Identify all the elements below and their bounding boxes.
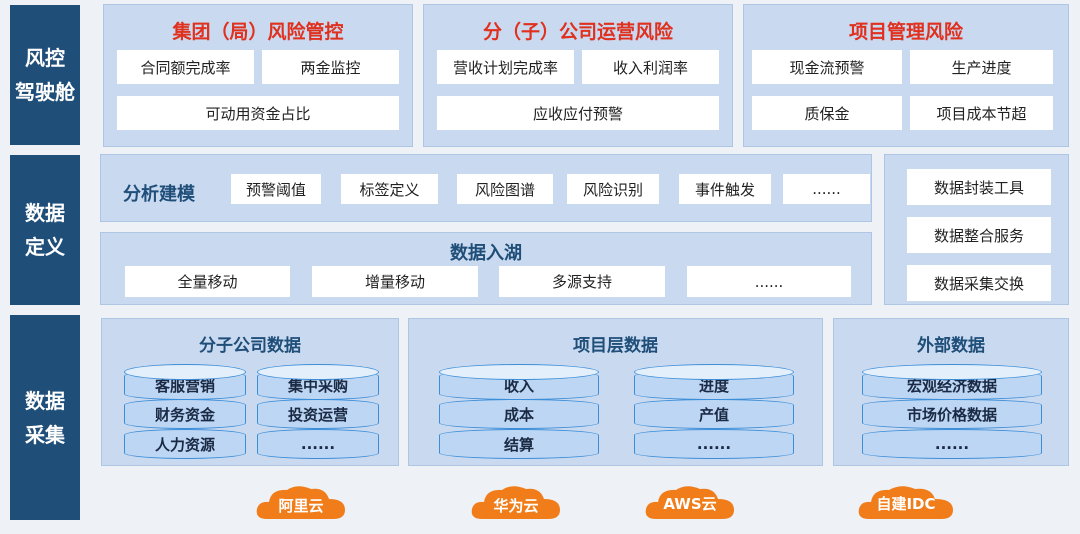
cloud-icon xyxy=(858,486,953,519)
db-cap xyxy=(439,364,599,380)
panel-title: 外部数据 xyxy=(917,336,985,356)
db-item: 投资运营 xyxy=(257,399,379,429)
cell-cashflow-warning: 现金流预警 xyxy=(752,50,902,84)
db-item: 财务资金 xyxy=(124,399,246,429)
layer-label-definition: 数据 定义 xyxy=(10,155,80,305)
cell-warning-threshold: 预警阈值 xyxy=(231,174,321,204)
panel-title: 分子公司数据 xyxy=(199,336,301,356)
cloud-icon xyxy=(471,486,560,519)
cloud-huawei: 华为云 xyxy=(468,481,564,523)
cell-tag-definition: 标签定义 xyxy=(341,174,438,204)
cloud-self-idc: 自建IDC xyxy=(855,481,957,523)
cell-multi-source: 多源支持 xyxy=(499,266,665,297)
layer-label-collection-line2: 采集 xyxy=(25,422,65,447)
panel-group-risk: 集团（局）风险管控 合同额完成率 两金监控 可动用资金占比 xyxy=(103,4,413,147)
cell-two-funds: 两金监控 xyxy=(262,50,399,84)
layer-label-cockpit-line1: 风控 xyxy=(25,46,65,70)
panel-analysis-modeling: 分析建模 预警阈值 标签定义 风险图谱 风险识别 事件触发 ...... xyxy=(100,154,872,222)
cell-risk-graph: 风险图谱 xyxy=(457,174,553,204)
cell-production-progress: 生产进度 xyxy=(910,50,1053,84)
cell-integration-service: 数据整合服务 xyxy=(907,217,1051,253)
cell-cost-overrun: 项目成本节超 xyxy=(910,96,1053,130)
db-stack: 结算 成本 收入 xyxy=(439,364,599,460)
cell-receivable-warning: 应收应付预警 xyxy=(437,96,719,130)
cell-revenue-plan: 营收计划完成率 xyxy=(437,50,574,84)
cloud-aliyun: 阿里云 xyxy=(253,481,349,523)
cloud-icon xyxy=(645,486,734,519)
panel-subsidiary-data: 分子公司数据 人力资源 财务资金 客服营销 ...... 投资运营 集中采购 xyxy=(101,318,399,466)
db-stack: 人力资源 财务资金 客服营销 xyxy=(124,364,246,460)
db-stack: ...... 产值 进度 xyxy=(634,364,794,460)
layer-label-collection-line1: 数据 xyxy=(25,388,65,413)
panel-data-tools: 数据封装工具 数据整合服务 数据采集交换 xyxy=(884,154,1069,305)
cell-more: ...... xyxy=(687,266,851,297)
cell-collection-exchange: 数据采集交换 xyxy=(907,265,1051,301)
cloud-label: 阿里云 xyxy=(278,497,324,515)
db-cap xyxy=(862,364,1042,380)
db-item: 市场价格数据 xyxy=(862,399,1042,429)
cloud-label: AWS云 xyxy=(663,495,717,513)
cloud-label: 华为云 xyxy=(493,497,539,515)
cell-incremental-migration: 增量移动 xyxy=(312,266,478,297)
cell-event-trigger: 事件触发 xyxy=(679,174,771,204)
cell-warranty: 质保金 xyxy=(752,96,902,130)
cell-available-funds: 可动用资金占比 xyxy=(117,96,399,130)
cell-contract-rate: 合同额完成率 xyxy=(117,50,254,84)
db-item: ...... xyxy=(257,429,379,459)
modeling-title: 分析建模 xyxy=(123,184,195,205)
cell-profit-rate: 收入利润率 xyxy=(582,50,719,84)
db-item: 产值 xyxy=(634,399,794,429)
cloud-label: 自建IDC xyxy=(876,495,936,513)
db-item: 结算 xyxy=(439,429,599,459)
cell-full-migration: 全量移动 xyxy=(125,266,290,297)
db-stack: ...... 投资运营 集中采购 xyxy=(257,364,379,460)
panel-title: 项目层数据 xyxy=(573,336,658,356)
panel-data-lake: 数据入湖 全量移动 增量移动 多源支持 ...... xyxy=(100,232,872,305)
cell-risk-identification: 风险识别 xyxy=(567,174,659,204)
panel-title: 分（子）公司运营风险 xyxy=(482,21,673,43)
layer-label-cockpit-line2: 驾驶舱 xyxy=(15,80,75,104)
panel-project-data: 项目层数据 结算 成本 收入 ...... 产值 进度 xyxy=(408,318,823,466)
cell-packaging-tool: 数据封装工具 xyxy=(907,169,1051,205)
db-item: ...... xyxy=(634,429,794,459)
panel-external-data: 外部数据 ...... 市场价格数据 宏观经济数据 xyxy=(833,318,1069,466)
db-item: 成本 xyxy=(439,399,599,429)
db-cap xyxy=(257,364,379,380)
panel-title: 项目管理风险 xyxy=(848,21,963,43)
db-stack: ...... 市场价格数据 宏观经济数据 xyxy=(862,364,1042,460)
db-item: ...... xyxy=(862,429,1042,459)
layer-label-cockpit: 风控 驾驶舱 xyxy=(10,5,80,145)
layer-label-definition-line2: 定义 xyxy=(25,235,65,259)
panel-subsidiary-risk: 分（子）公司运营风险 营收计划完成率 收入利润率 应收应付预警 xyxy=(423,4,733,147)
layer-label-collection: 数据 采集 xyxy=(10,315,80,520)
cloud-icon xyxy=(256,486,345,519)
db-cap xyxy=(124,364,246,380)
db-cap xyxy=(634,364,794,380)
cell-more: ...... xyxy=(783,174,870,204)
layer-label-definition-line1: 数据 xyxy=(25,201,65,225)
cloud-aws: AWS云 xyxy=(642,481,738,523)
db-item: 人力资源 xyxy=(124,429,246,459)
panel-project-risk: 项目管理风险 现金流预警 生产进度 质保金 项目成本节超 xyxy=(743,4,1069,147)
lake-title: 数据入湖 xyxy=(450,243,522,264)
panel-title: 集团（局）风险管控 xyxy=(172,21,344,43)
